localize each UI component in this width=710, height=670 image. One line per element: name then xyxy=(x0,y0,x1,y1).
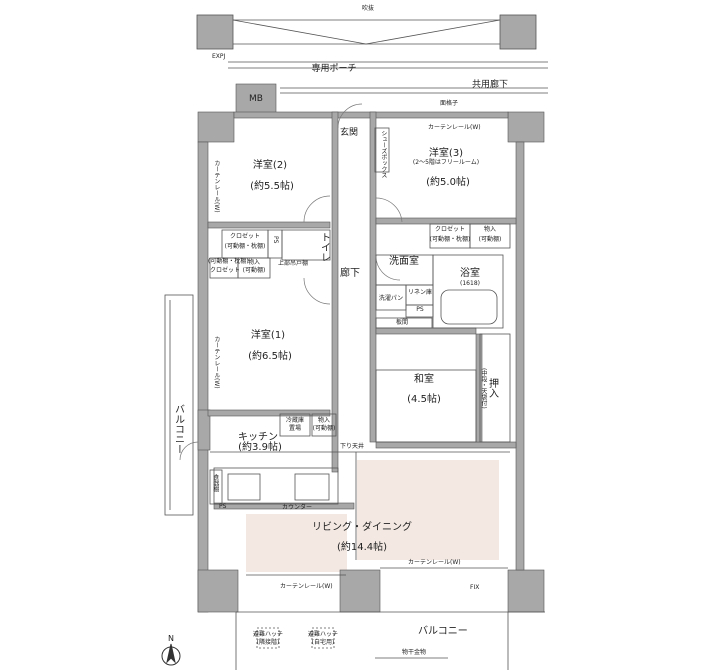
north-arrow xyxy=(161,643,181,666)
fridge-note: 置場 xyxy=(288,425,302,432)
hatch-2-note: (自宅用) xyxy=(311,639,335,646)
closet-room3-label: クロゼット xyxy=(434,226,466,233)
storage-room3-label: 物入 xyxy=(483,226,497,233)
counter-label: カウンター xyxy=(282,504,313,511)
western-room-1-name: 洋室(1) xyxy=(250,330,286,341)
storage-room3-note: (可動棚) xyxy=(478,236,502,243)
linen-shelf-label: リネン庫 xyxy=(407,289,433,296)
common-corridor-label: 共用廊下 xyxy=(472,80,509,90)
japanese-room-name: 和室 xyxy=(414,374,434,385)
curtain-rail-top-label: カーテンレール(W) xyxy=(428,124,481,131)
private-porch-label: 専用ポーチ xyxy=(311,64,357,74)
washroom-label: 洗面室 xyxy=(389,256,419,267)
downlight-ceiling-label: 下り天井 xyxy=(340,443,365,450)
balcony-side-label: バルコニー xyxy=(172,404,184,454)
ps-bath-label: PS xyxy=(416,306,424,313)
western-room-2-size: (約5.5帖) xyxy=(250,181,294,192)
hatch-1-note: (隣接階) xyxy=(256,639,280,646)
void-label: 吹抜 xyxy=(361,5,375,12)
japanese-room-size: (4.5帖) xyxy=(407,394,441,405)
closet-left-label: クロゼット xyxy=(210,267,241,274)
western-room-2-name: 洋室(2) xyxy=(252,160,288,171)
storage-left-note: (可動棚) xyxy=(242,267,266,274)
western-room-3-size: (約5.0帖) xyxy=(426,177,470,188)
void-structure xyxy=(196,14,548,94)
oshiire-note: (中段・天袋付) xyxy=(479,368,487,409)
shoe-box-label: シューズボックス xyxy=(379,130,387,178)
balcony-bottom-outline xyxy=(235,611,545,670)
bathroom-label: 浴室 xyxy=(460,268,480,279)
western-room-1-size: (約6.5帖) xyxy=(248,351,292,362)
hatch-1-label: 避難ハッチ xyxy=(252,631,284,638)
closet-note: (可動棚・枕棚) xyxy=(224,243,266,250)
balcony-bottom-label: バルコニー xyxy=(418,626,468,637)
ps-left-label: PS xyxy=(271,236,279,244)
fix-label: FIX xyxy=(470,584,480,591)
living-name: リビング・ダイニング xyxy=(312,522,412,533)
door-swings xyxy=(179,103,403,461)
bathroom-size: (1618) xyxy=(460,280,480,287)
western-room-3-note: (2〜5階はフリールーム) xyxy=(412,159,480,166)
storage-kitchen-label: 物入 xyxy=(317,417,331,424)
living-size: (約14.4帖) xyxy=(336,542,388,553)
walls xyxy=(197,83,545,613)
closet-room3-note: (可動棚・枕棚) xyxy=(429,236,471,243)
drying-hardware-label: 物干金物 xyxy=(402,649,427,656)
storage-kitchen-note: (可動棚) xyxy=(312,425,336,432)
curtain-rail-room1-label: カーテンレール(W) xyxy=(212,336,220,389)
pantry-label: 食器棚 xyxy=(211,474,219,492)
washing-pan-label: 洗濯パン xyxy=(378,295,404,302)
slab-label: 板間 xyxy=(395,319,409,326)
oshiire-label: 押入 xyxy=(486,378,498,398)
lattice-label: 面格子 xyxy=(440,100,459,107)
corridor-label: 廊下 xyxy=(340,268,360,279)
interior-lines xyxy=(164,127,511,576)
mb-label: MB xyxy=(249,94,263,104)
entrance-label: 玄関 xyxy=(340,128,359,138)
fridge-label: 冷蔵庫 xyxy=(285,417,305,424)
curtain-rail-ld-bottom: カーテンレール(W) xyxy=(280,583,333,590)
closet-label: クロゼット xyxy=(229,233,261,240)
kitchen-name: キッチン xyxy=(238,432,278,443)
ps-kitchen-label: PS xyxy=(219,503,227,510)
curtain-rail-ld-right: カーテンレール(W) xyxy=(408,559,461,566)
closet-left-note: (可動棚・枕棚) xyxy=(208,258,249,265)
kitchen-size: (約3.9帖) xyxy=(238,442,282,453)
hatch-2-label: 避難ハッチ xyxy=(307,631,339,638)
storage-left-label: 物入 xyxy=(247,259,261,266)
toilet-label: トイレ xyxy=(318,232,330,262)
curtain-rail-left-label: カーテンレール(W) xyxy=(212,160,220,213)
western-room-3-name: 洋室(3) xyxy=(428,148,464,159)
ldk-floor-highlight xyxy=(246,460,499,572)
north-label: N xyxy=(168,634,174,643)
expj-label: EXPJ xyxy=(212,53,226,60)
upper-cabinet-label: 上部吊戸棚 xyxy=(278,260,309,267)
